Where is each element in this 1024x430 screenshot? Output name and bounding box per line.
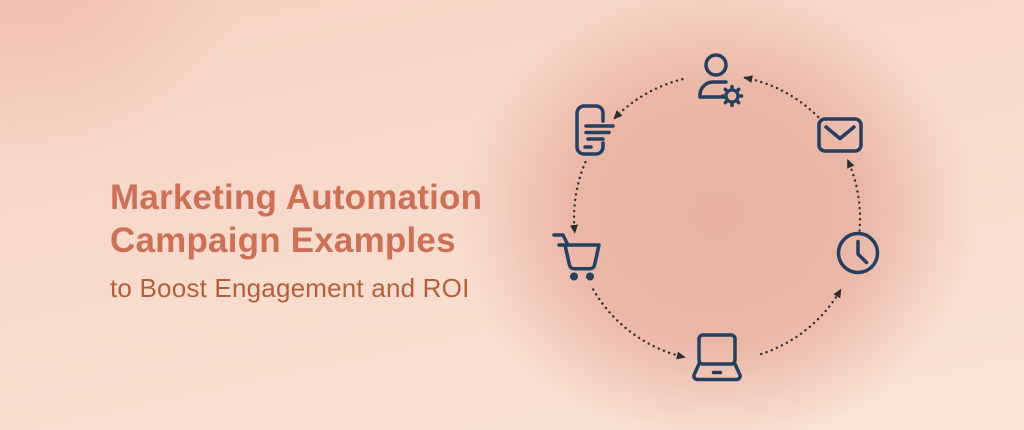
page-subtitle: to Boost Engagement and ROI [110, 273, 470, 303]
arrow-smartphone-to-cart [569, 160, 587, 235]
page-title: Marketing Automation Campaign Examples [110, 176, 482, 262]
arrow-mail-to-user [743, 75, 820, 119]
arrow-cart-to-laptop [592, 288, 686, 360]
shopping-cart-icon [552, 233, 601, 281]
title-line-2: Campaign Examples [110, 221, 456, 261]
mail-icon [817, 117, 863, 153]
smartphone-message-icon [575, 104, 615, 156]
user-gear-icon [698, 53, 744, 108]
clock-icon [836, 231, 880, 275]
automation-cycle-diagram [552, 53, 880, 382]
flow-arrows [569, 75, 862, 360]
arrow-laptop-to-clock [760, 288, 842, 356]
arrow-clock-to-mail [846, 158, 862, 232]
laptop-icon [692, 333, 742, 382]
arrow-user-to-smartphone [612, 78, 684, 120]
title-line-1: Marketing Automation [110, 178, 483, 218]
